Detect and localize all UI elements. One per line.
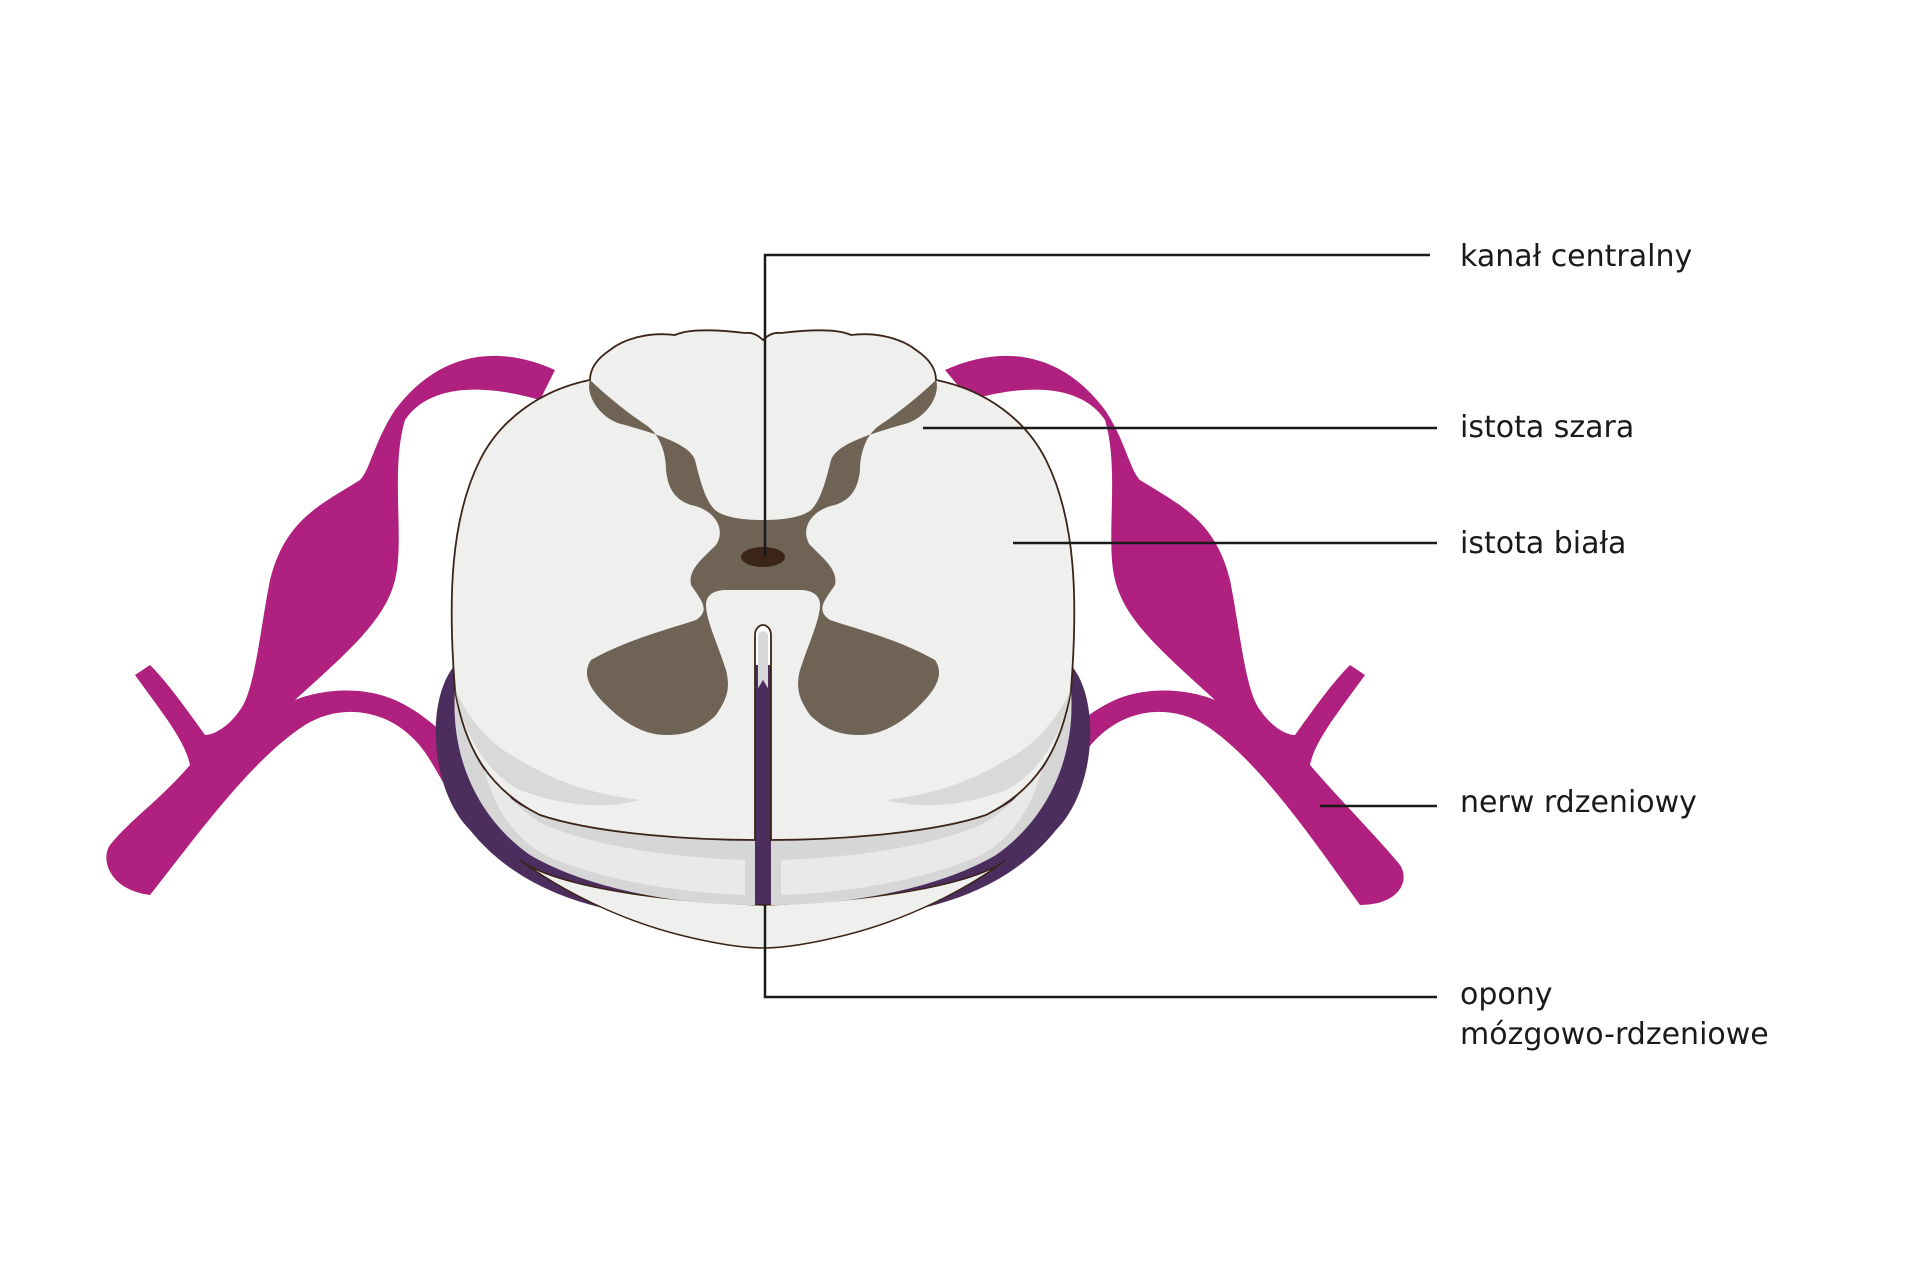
label-gray-matter: istota szara — [1460, 410, 1634, 445]
label-white-matter: istota biała — [1460, 526, 1626, 561]
white-matter-shadow — [455, 690, 640, 806]
central-canal — [741, 547, 785, 567]
label-meninges-line2: mózgowo-rdzeniowe — [1460, 1017, 1769, 1052]
anterior-white-matter — [454, 690, 1072, 905]
label-meninges-line1: opony — [1460, 977, 1553, 1012]
leader-line-meninges — [763, 905, 1437, 999]
label-central-canal: kanał centralny — [1460, 239, 1692, 274]
white-matter-shadow — [886, 690, 1071, 806]
anterior-median-fissure-meninges — [757, 680, 769, 895]
leader-line-central-canal — [763, 253, 1430, 557]
label-spinal-nerve: nerw rdzeniowy — [1460, 785, 1697, 820]
